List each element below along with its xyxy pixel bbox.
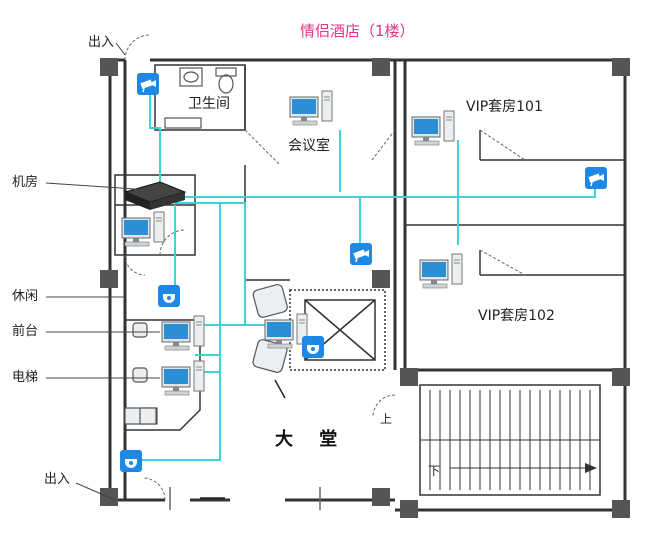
computer-icon xyxy=(161,315,205,351)
stair-down-label: 下 xyxy=(428,464,441,478)
dome-camera-icon xyxy=(302,336,324,358)
bullet-camera-icon xyxy=(136,72,160,96)
network-switch-icon xyxy=(123,181,187,210)
stair-up-label: 上 xyxy=(380,412,393,426)
callout-entrance-top: 出入 xyxy=(88,35,115,50)
room-label-vip101: VIP套房101 xyxy=(466,99,543,115)
dome-camera-icon xyxy=(120,450,142,472)
dome-camera-icon xyxy=(158,285,180,307)
room-label-meeting: 会议室 xyxy=(288,138,330,154)
page-title: 情侣酒店（1楼） xyxy=(300,22,415,40)
callout-lounge: 休闲 xyxy=(12,289,39,304)
room-label-vip102: VIP套房102 xyxy=(478,308,555,324)
bullet-camera-icon xyxy=(349,242,373,266)
callout-server-room: 机房 xyxy=(12,175,39,190)
room-label-toilet: 卫生间 xyxy=(188,96,230,112)
callout-entrance-bottom: 出入 xyxy=(44,472,71,487)
computer-icon xyxy=(121,211,165,247)
computer-icon xyxy=(289,90,333,126)
room-label-lobby: 大 堂 xyxy=(275,429,348,450)
computer-icon xyxy=(411,110,455,146)
callout-elevator: 电梯 xyxy=(12,370,39,385)
callout-front-desk: 前台 xyxy=(12,324,39,339)
computer-icon xyxy=(161,360,205,396)
computer-icon xyxy=(419,253,463,289)
bullet-camera-icon xyxy=(584,166,608,190)
